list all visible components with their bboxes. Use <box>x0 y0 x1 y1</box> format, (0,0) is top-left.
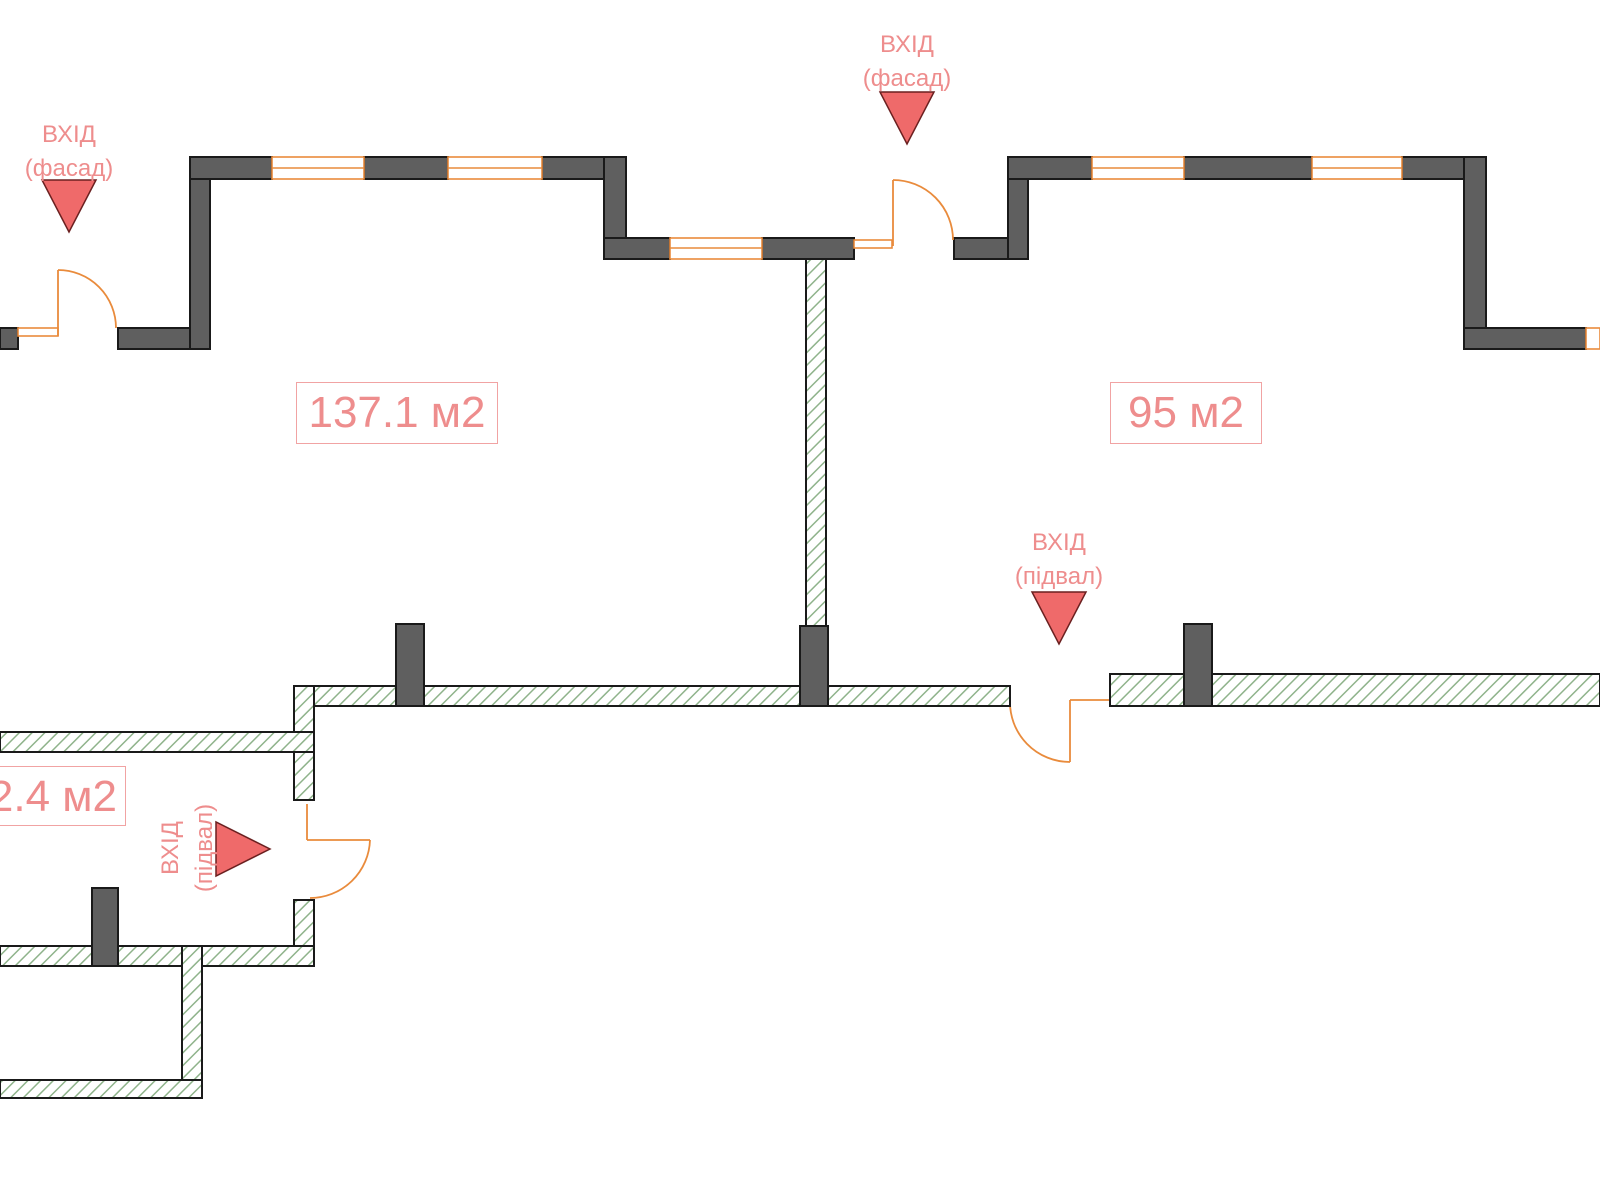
column <box>395 623 425 707</box>
wall-segment <box>1463 327 1587 350</box>
partition-wall <box>805 258 827 628</box>
entrance-label-basement-right: ВХІД (підвал) <box>998 526 1120 594</box>
entrance-label-basement-left: ВХІД (підвал) <box>154 788 222 908</box>
area-label-basement-room: 2.4 м2 <box>0 766 126 826</box>
entrance-title: ВХІД <box>880 31 934 58</box>
entrance-title: ВХІД <box>42 121 96 148</box>
doors <box>57 179 1110 899</box>
door-basement-left <box>306 804 371 899</box>
wall-segment <box>189 156 211 350</box>
columns <box>91 623 1213 967</box>
basement-wall <box>0 731 315 753</box>
wall-segment <box>363 156 449 180</box>
column <box>799 625 829 707</box>
entrance-arrow-basement-right <box>1030 591 1088 646</box>
facade-walls <box>0 156 1587 350</box>
entrance-note: (підвал) <box>1014 563 1104 590</box>
window <box>853 239 893 249</box>
wall-segment <box>761 237 855 260</box>
wall-segment <box>603 237 671 260</box>
door-left-facade <box>57 269 117 336</box>
entrance-arrow-center-facade <box>878 91 936 146</box>
wall-segment <box>189 156 273 180</box>
entrance-note: (фасад) <box>24 155 114 182</box>
column <box>91 887 119 967</box>
entrance-title: ВХІД <box>1032 529 1086 556</box>
entrance-arrow-left-facade <box>40 179 98 234</box>
wall-segment <box>1463 156 1487 350</box>
basement-wall <box>181 945 203 1099</box>
door-basement-right <box>1009 699 1110 763</box>
entrance-label-left-facade: ВХІД (фасад) <box>10 118 128 186</box>
area-label-left-hall: 137.1 м2 <box>296 382 498 444</box>
entrance-note: (фасад) <box>862 65 952 92</box>
basement-wall <box>0 945 315 967</box>
wall-segment <box>0 327 19 350</box>
entrance-arrow-basement-left <box>215 820 272 878</box>
wall-segment <box>1183 156 1313 180</box>
basement-wall <box>0 1079 203 1099</box>
wall-segment <box>1007 156 1093 180</box>
entrance-title: ВХІД <box>157 821 184 875</box>
entrance-markers <box>40 91 1088 878</box>
area-label-right-hall: 95 м2 <box>1110 382 1262 444</box>
column <box>1183 623 1213 707</box>
window <box>1585 327 1600 350</box>
window <box>17 327 59 337</box>
door-center-facade <box>892 179 954 246</box>
entrance-note: (підвал) <box>191 803 218 893</box>
entrance-label-center-facade: ВХІД (фасад) <box>848 28 966 96</box>
